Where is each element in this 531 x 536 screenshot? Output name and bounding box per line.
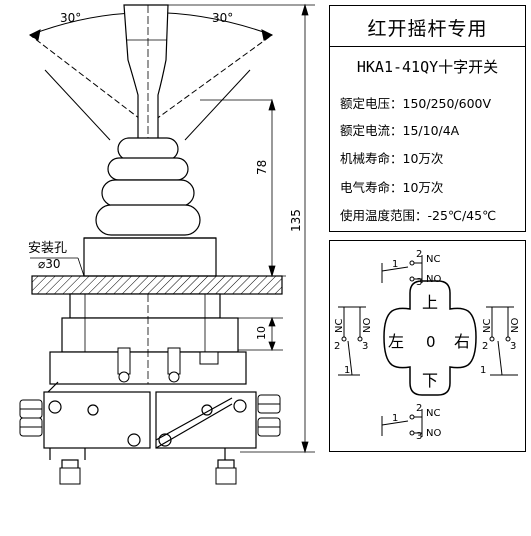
top-nc: NC [426,254,440,265]
contact-left [338,306,366,376]
bottom-t1: 1 [392,413,398,424]
micro-switch-left [43,381,151,471]
mount-hole-diameter: ⌀30 [38,257,61,271]
switch-diagram-panel: 上 下 左 右 0 1 2 3 NC NO 1 2 3 [329,240,526,452]
dir-right-label: 右 [454,332,470,351]
spec-electrical-life: 电气寿命：10万次 [340,180,444,195]
right-t2: 2 [482,341,488,352]
dir-center-label: 0 [426,333,436,351]
rubber-boot [83,137,217,277]
spec-panel: 红开摇杆专用 HKA1-41QY十字开关 额定电压：150/250/600V 额… [329,5,526,232]
dir-up-label: 上 [422,293,438,312]
angle-left-label: 30° [60,11,81,25]
handle-shaft [123,4,169,141]
switch-body [49,293,247,385]
spec-model: HKA1-41QY十字开关 [356,58,499,76]
right-t1: 1 [480,365,486,376]
dir-left-label: 左 [388,332,404,351]
cross-shape [383,280,477,396]
actuator-rollers [117,347,219,383]
contact-bottom [381,409,423,437]
top-t3: 3 [416,277,422,288]
dim-135-label: 135 [289,209,303,232]
bottom-nc: NC [426,408,440,419]
spec-temperature-range: 使用温度范围：-25℃/45℃ [340,208,497,223]
left-t1: 1 [344,365,350,376]
mount-hole-label: 安装孔 [28,241,67,256]
contact-right [486,306,518,376]
dir-down-label: 下 [422,371,438,390]
contact-top [381,255,423,283]
mounting-plate [31,275,283,295]
top-t2: 2 [416,249,422,260]
right-nc: NC [482,319,493,333]
switch-diagram: 上 下 左 右 0 1 2 3 NC NO 1 2 3 [334,249,521,442]
spec-rated-current: 额定电流：15/10/4A [340,123,460,138]
top-t1: 1 [392,259,398,270]
bottom-t2: 2 [416,403,422,414]
dim-10-label: 10 [255,326,268,340]
spec-divider [330,46,525,47]
angle-right-label: 30° [212,11,233,25]
dimension-lines [30,3,315,454]
left-no: NO [362,318,373,333]
bottom-no: NO [426,428,441,439]
spec-rated-voltage: 额定电压：150/250/600V [340,96,492,111]
top-no: NO [426,274,441,285]
spec-title: 红开摇杆专用 [367,18,488,40]
left-t2: 2 [334,341,340,352]
bottom-t3: 3 [416,431,422,442]
terminal-screws [19,394,281,485]
dim-78-label: 78 [255,160,269,175]
left-t3: 3 [362,341,368,352]
right-no: NO [510,318,521,333]
micro-switch-right [155,391,257,471]
left-nc: NC [334,319,345,333]
right-t3: 3 [510,341,516,352]
spec-mechanical-life: 机械寿命：10万次 [340,151,444,166]
